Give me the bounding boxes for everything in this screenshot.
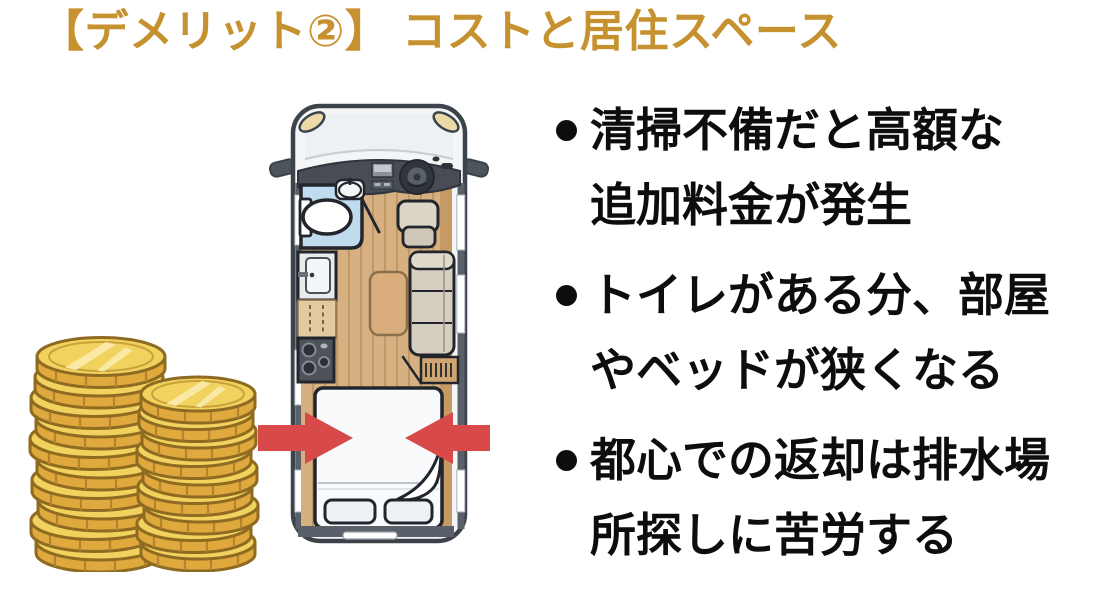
coin-stack-right — [135, 377, 260, 572]
table — [368, 270, 409, 337]
blanket-fold — [396, 443, 443, 502]
campervan-floorplan-illustration — [268, 103, 490, 544]
arrow-right-icon — [258, 412, 353, 464]
bullet-line: 清掃不備だと高額な — [590, 104, 1004, 156]
pillow — [323, 498, 377, 525]
cabinet — [297, 299, 337, 339]
page-title: 【デメリット②】 コストと居住スペース — [40, 7, 842, 56]
pillow — [383, 498, 434, 525]
stove-icon — [296, 336, 336, 384]
bullet-line: トイレがある分、部屋 — [590, 269, 1050, 321]
bullet-item-toilet-space: トイレがある分、部屋 やベッドが狭くなる — [531, 258, 1118, 408]
bullet-item-cleaning-fee: 清掃不備だと高額な 追加料金が発生 — [531, 93, 1118, 243]
bed — [313, 386, 444, 530]
entry-step — [401, 355, 460, 385]
steering-wheel-icon — [399, 159, 435, 195]
toilet-icon — [301, 198, 353, 236]
headlight-icons — [298, 111, 460, 133]
bullet-line: 追加料金が発生 — [590, 179, 912, 231]
squeeze-arrows-icon — [258, 412, 490, 464]
arrow-left-icon — [405, 412, 490, 464]
sofa — [408, 250, 456, 357]
bullet-line: 都心での返却は排水場 — [590, 434, 1050, 486]
bullet-dot — [556, 450, 577, 471]
bullet-line: 所探しに苦労する — [590, 509, 958, 561]
front-seat — [396, 199, 440, 249]
bullet-dot — [556, 285, 577, 306]
kitchen-sink — [296, 250, 338, 302]
bullet-list: 清掃不備だと高額な 追加料金が発生 トイレがある分、部屋 やベッドが狭くなる 都… — [531, 93, 1118, 588]
windshield — [304, 114, 454, 161]
bullet-dot — [556, 120, 577, 141]
bathroom — [298, 177, 381, 250]
bathroom-door — [360, 197, 381, 234]
washbasin-icon — [334, 177, 366, 201]
bullet-item-drainage: 都心での返却は排水場 所探しに苦労する — [531, 423, 1118, 573]
rear-trim — [298, 526, 454, 540]
bullet-line: やベッドが狭くなる — [590, 344, 1004, 396]
coin-stacks-illustration — [28, 322, 260, 572]
